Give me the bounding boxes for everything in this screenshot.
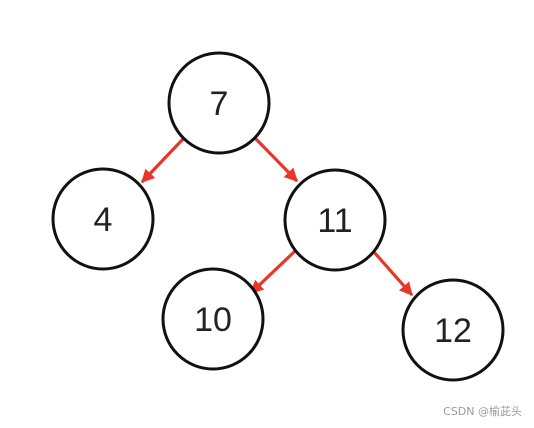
csdn-watermark: CSDN @榆茈头 [443, 405, 522, 418]
tree-node-4: 4 [51, 167, 155, 271]
node-circle [401, 278, 505, 382]
node-label: 10 [194, 301, 232, 339]
node-label: 4 [94, 201, 113, 239]
node-circle [167, 51, 271, 155]
edge-7-to-4 [140, 136, 186, 184]
node-label: 11 [317, 202, 352, 240]
node-circle [51, 167, 155, 271]
edge-7-to-11 [253, 136, 299, 183]
node-label: 7 [210, 85, 229, 123]
tree-node-11: 11 [283, 168, 387, 272]
edge-11-to-12 [372, 250, 414, 297]
edge-11-to-10 [249, 249, 297, 295]
tree-node-7: 7 [167, 51, 271, 155]
node-circle [161, 267, 265, 371]
nodes-layer: 7 4 11 10 12 [51, 51, 505, 382]
tree-node-12: 12 [401, 278, 505, 382]
node-circle [283, 168, 387, 272]
edges-layer [140, 136, 414, 297]
node-label: 12 [434, 312, 472, 350]
tree-node-10: 10 [161, 267, 265, 371]
